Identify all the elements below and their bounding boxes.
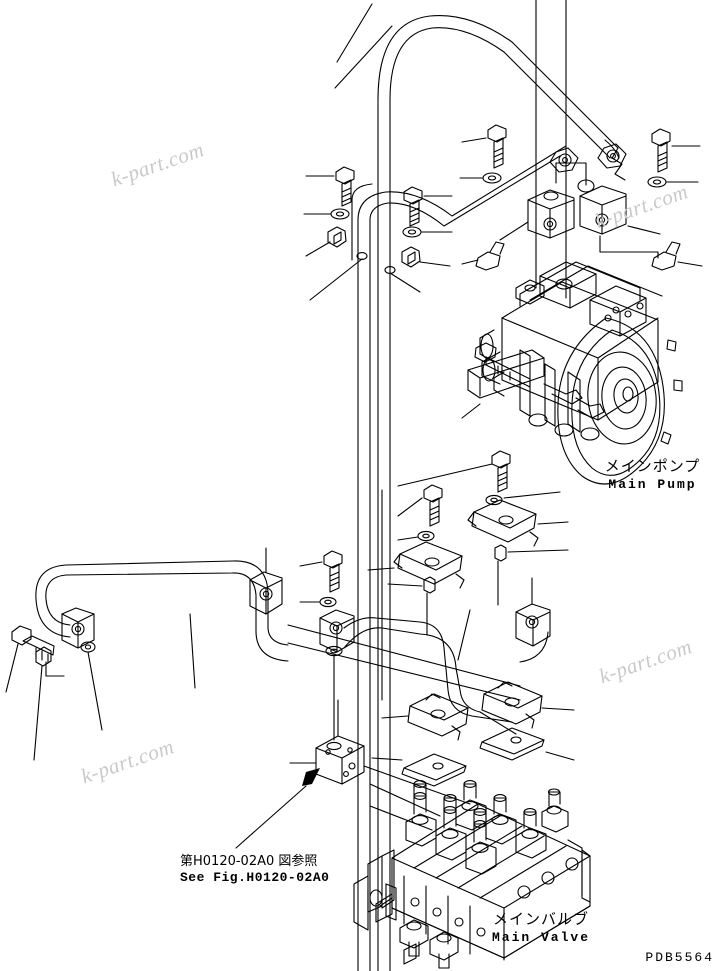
clamp-saddle xyxy=(481,681,575,729)
figure-number: PDB5564 xyxy=(645,950,714,965)
bolt-hardware xyxy=(403,186,453,227)
main-valve-label-en: Main Valve xyxy=(491,930,590,945)
washer-hardware xyxy=(459,172,502,184)
clamp-half xyxy=(33,646,65,761)
washer-hardware xyxy=(402,226,453,238)
washer-hardware xyxy=(485,491,561,506)
bolt-hardware xyxy=(305,166,355,207)
clamp-half xyxy=(305,226,347,257)
main-valve-label-jp: メインバルブ xyxy=(492,910,589,928)
main-pump-label-jp: メインポンプ xyxy=(604,457,701,475)
washer-hardware xyxy=(647,176,699,188)
pin-hardware xyxy=(387,576,436,636)
main-pump-label: メインポンプ Main Pump xyxy=(600,455,705,492)
bolt-hardware xyxy=(651,128,701,173)
see-figure-en: See Fig.H0120-02A0 xyxy=(180,870,330,885)
flat-plate xyxy=(371,753,467,787)
main-pump-assembly xyxy=(461,0,683,485)
bolt-hardware xyxy=(397,484,443,527)
bolt-hardware xyxy=(397,450,511,493)
flat-plate xyxy=(479,727,575,761)
clamp-saddle xyxy=(381,693,469,741)
pin-hardware xyxy=(309,252,421,301)
upper-hose-long xyxy=(377,14,626,971)
left-tube xyxy=(35,547,521,701)
main-valve-assembly xyxy=(353,780,591,969)
main-valve-label: メインバルブ Main Valve xyxy=(486,908,596,945)
washer-hardware xyxy=(397,530,435,542)
washer-hardware xyxy=(80,641,103,731)
reference-arrow xyxy=(302,768,320,786)
upper-hose-short xyxy=(351,145,567,971)
bolt-hardware xyxy=(5,625,55,693)
hose-flange-block xyxy=(499,189,575,241)
pin-hardware xyxy=(494,544,569,606)
washer-hardware xyxy=(303,208,350,220)
bolt-hardware xyxy=(461,124,507,169)
clamp-plate xyxy=(367,541,465,589)
clamp-plate xyxy=(467,499,569,547)
see-figure-jp: 第H0120-02A0 図参照 xyxy=(180,854,318,869)
washer-hardware xyxy=(325,645,343,741)
center-tube xyxy=(319,489,551,735)
main-pump-label-en: Main Pump xyxy=(608,477,697,492)
clamp-half xyxy=(401,246,451,268)
washer-hardware xyxy=(299,596,337,608)
elbow-fitting xyxy=(599,235,703,271)
bolt-hardware xyxy=(299,550,343,593)
hose-flange-coupling xyxy=(549,143,627,173)
see-figure-reference: 第H0120-02A0 図参照 See Fig.H0120-02A0 xyxy=(180,850,329,885)
elbow-fitting xyxy=(461,241,505,271)
hose-flange-block xyxy=(555,162,661,235)
